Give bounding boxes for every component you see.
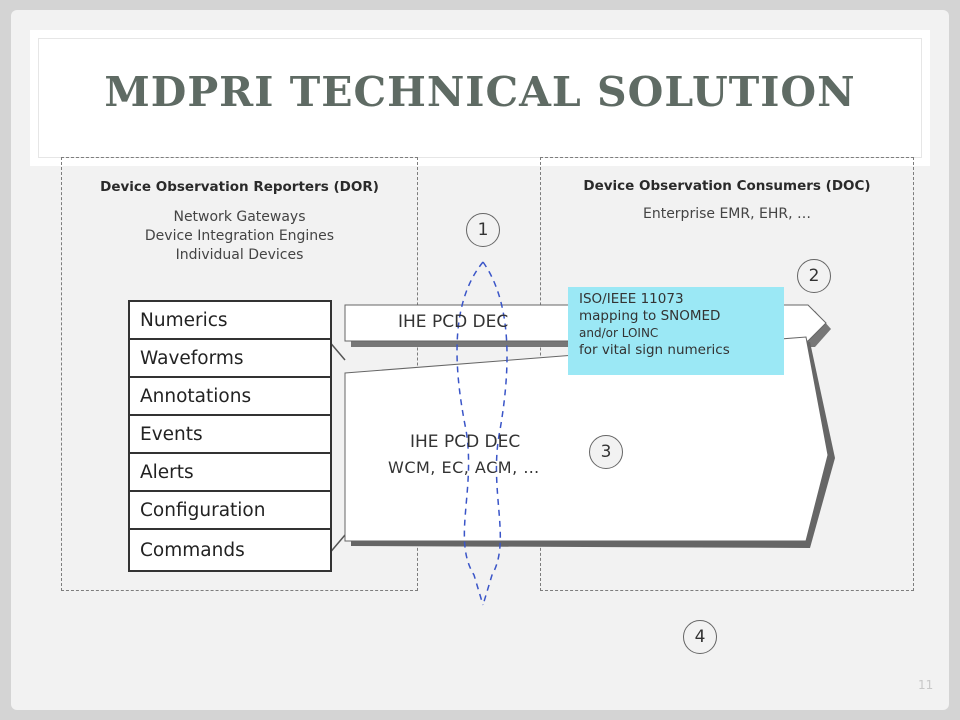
dor-line-1: Network Gateways: [173, 209, 306, 225]
category-events: Events: [130, 416, 330, 454]
title-banner: [30, 30, 930, 166]
marker-4: 4: [683, 620, 717, 654]
mapping-callout: ISO/IEEE 11073 mapping to SNOMED and/or …: [568, 287, 784, 375]
dashed-scope-ellipse: [456, 261, 508, 606]
marker-3: 3: [589, 435, 623, 469]
callout-line-1: ISO/IEEE 11073: [579, 291, 684, 307]
category-commands: Commands: [140, 539, 245, 561]
category-table: Numerics Waveforms Annotations Events Al…: [128, 300, 332, 572]
doc-line-1: Enterprise EMR, EHR, …: [642, 206, 812, 222]
category-configuration: Configuration: [130, 492, 330, 530]
slide-title: MDPRI TECHNICAL SOLUTION: [104, 68, 856, 116]
dor-panel: Device Observation Reporters (DOR) Netwo…: [61, 157, 418, 591]
callout-line-4: for vital sign numerics: [579, 342, 730, 358]
callout-line-3: and/or LOINC: [579, 326, 659, 340]
category-numerics: Numerics: [130, 302, 330, 340]
title-banner-border: [38, 38, 922, 158]
lower-arrow-sublabel: WCM, EC, ACM, …: [388, 458, 540, 477]
callout-line-2: mapping to SNOMED: [579, 308, 721, 324]
doc-heading: Device Observation Consumers (DOC): [583, 178, 871, 194]
category-annotations: Annotations: [130, 378, 330, 416]
lower-arrow-label: IHE PCD DEC: [410, 432, 521, 452]
dor-line-2: Device Integration Engines: [144, 228, 335, 244]
category-waveforms: Waveforms: [130, 340, 330, 378]
marker-2: 2: [797, 259, 831, 293]
page-number: 11: [918, 678, 934, 692]
dor-heading: Device Observation Reporters (DOR): [100, 179, 379, 195]
dor-line-3: Individual Devices: [175, 247, 304, 263]
category-alerts: Alerts: [130, 454, 330, 492]
marker-1: 1: [466, 213, 500, 247]
upper-arrow-label: IHE PCD DEC: [398, 312, 509, 332]
doc-panel: Device Observation Consumers (DOC) Enter…: [540, 157, 914, 591]
